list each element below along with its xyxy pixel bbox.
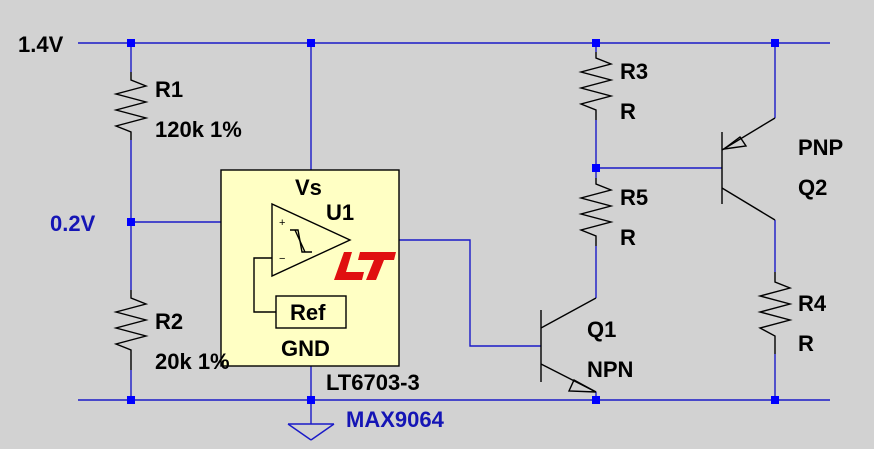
junction-dots bbox=[127, 39, 779, 404]
part-number-label: LT6703-3 bbox=[326, 370, 420, 395]
vs-pin-label: Vs bbox=[295, 175, 322, 200]
junction-dot bbox=[592, 39, 600, 47]
ref-pin-label: Ref bbox=[290, 300, 326, 325]
r4-name-label: R4 bbox=[798, 291, 827, 316]
junction-dot bbox=[127, 39, 135, 47]
junction-dot bbox=[127, 396, 135, 404]
gnd-pin-label: GND bbox=[281, 336, 330, 361]
q2-name-label: Q2 bbox=[798, 175, 827, 200]
r2-name-label: R2 bbox=[155, 309, 183, 334]
supply-net-label: 1.4V bbox=[18, 32, 64, 57]
output-wire bbox=[352, 239, 541, 347]
minus-sign: − bbox=[279, 253, 285, 265]
q2-emitter-arrow-icon bbox=[721, 135, 748, 151]
transistor-q1 bbox=[540, 297, 597, 393]
ref-loop-wire bbox=[253, 257, 276, 313]
hysteresis-icon-inner bbox=[294, 229, 306, 253]
r3-value-label: R bbox=[620, 99, 636, 124]
comparator-box bbox=[220, 169, 400, 367]
ref-box bbox=[275, 295, 347, 329]
junction-dot bbox=[307, 39, 315, 47]
r1-name-label: R1 bbox=[155, 77, 183, 102]
transistor-q2 bbox=[721, 117, 776, 221]
resistor-r5-symbol bbox=[578, 178, 614, 246]
u1-ref-des: U1 bbox=[326, 200, 354, 225]
r3-name-label: R3 bbox=[620, 59, 648, 84]
junction-dot bbox=[771, 396, 779, 404]
junction-dot bbox=[127, 218, 135, 226]
q1-collector-lead bbox=[540, 297, 597, 329]
junction-dot bbox=[592, 396, 600, 404]
q2-type-label: PNP bbox=[798, 135, 843, 160]
r4-value-label: R bbox=[798, 331, 814, 356]
comparator-triangle bbox=[271, 202, 352, 278]
resistor-r2-symbol bbox=[113, 290, 149, 370]
q2-collector-lead bbox=[721, 187, 776, 221]
junction-dot bbox=[771, 39, 779, 47]
manufacturer-logo-icon bbox=[334, 252, 396, 280]
resistor-r1-symbol bbox=[113, 72, 149, 140]
q1-name-label: Q1 bbox=[587, 317, 616, 342]
plus-sign: + bbox=[279, 217, 285, 229]
q1-type-label: NPN bbox=[587, 357, 633, 382]
wires bbox=[78, 42, 830, 424]
ground-symbol bbox=[287, 423, 335, 441]
r5-name-label: R5 bbox=[620, 185, 648, 210]
r1-value-label: 120k 1% bbox=[155, 117, 242, 142]
junction-dot bbox=[307, 396, 315, 404]
divider-net-label: 0.2V bbox=[50, 211, 96, 236]
r2-value-label: 20k 1% bbox=[155, 349, 230, 374]
q1-emitter-arrow-icon bbox=[567, 379, 597, 393]
comparator-u1: + − Ref Vs U1 GND bbox=[220, 169, 400, 367]
junction-dot bbox=[592, 164, 600, 172]
alt-part-label: MAX9064 bbox=[346, 407, 445, 432]
resistor-r4-symbol bbox=[757, 272, 793, 354]
resistor-r3-symbol bbox=[578, 52, 614, 120]
r5-value-label: R bbox=[620, 225, 636, 250]
